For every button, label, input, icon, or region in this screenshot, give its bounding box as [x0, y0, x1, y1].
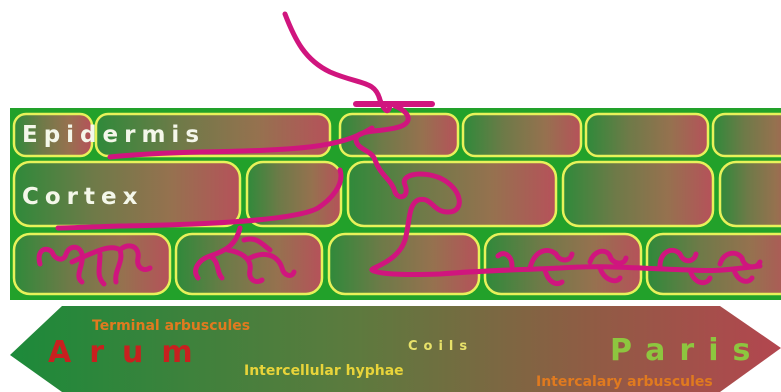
- epidermis-label: Epidermis: [22, 122, 205, 148]
- arbuscule-cell: [14, 234, 170, 294]
- intercalary-arbuscules-label: Intercalary arbuscules: [536, 374, 713, 390]
- epidermis-cell: [463, 114, 581, 156]
- intercellular-hyphae-label: Intercellular hyphae: [244, 363, 404, 379]
- coils-label: Coils: [408, 339, 473, 354]
- epidermis-cell: [586, 114, 708, 156]
- external-hypha: [285, 14, 390, 111]
- arum-label: Arum: [48, 335, 211, 370]
- paris-label: Paris: [610, 333, 764, 368]
- cortex-cell: [720, 162, 781, 226]
- inner-cortex-cells: [14, 234, 781, 294]
- epidermis-cell: [713, 114, 781, 156]
- cortex-cell: [563, 162, 713, 226]
- terminal-arbuscules-label: Terminal arbuscules: [92, 318, 250, 334]
- cortex-label: Cortex: [22, 184, 143, 210]
